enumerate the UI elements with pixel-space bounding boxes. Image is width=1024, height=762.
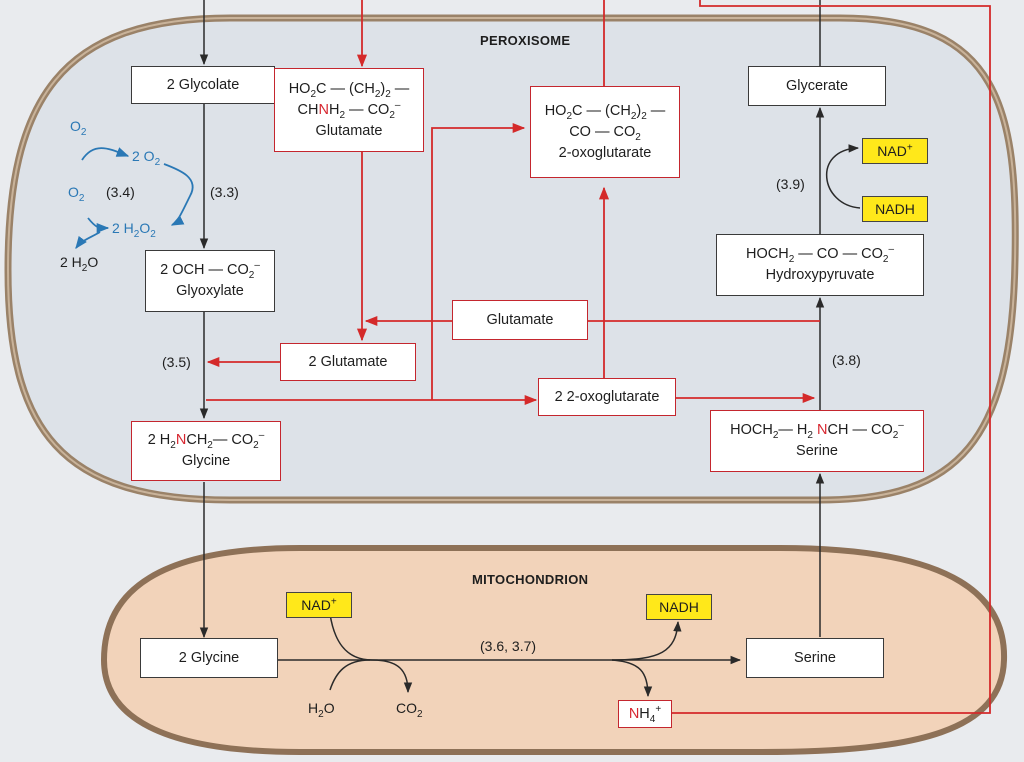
hydroxypyruvate-formula: HOCH2 — CO — CO2– (745, 244, 894, 265)
serine-formula: HOCH2— H2 NCH — CO2– (730, 420, 904, 441)
co2-label: CO2 (396, 700, 423, 720)
glycine-name: Glycine (181, 453, 231, 469)
glyoxylate-box: 2 OCH — CO2– Glyoxylate (145, 250, 275, 312)
serine-mitochondrion-box: Serine (746, 638, 884, 678)
glycine-formula: 2 H2NCH2— CO2– (147, 430, 265, 451)
o2-left: O2 (68, 184, 85, 204)
glutamate-top-box: HO2C — (CH2)2 — CHNH2 — CO2– Glutamate (274, 68, 424, 152)
glycine-peroxisome-box: 2 H2NCH2— CO2– Glycine (131, 421, 281, 481)
oxoglutarate-top-formula-2: CO — CO2 (569, 123, 641, 143)
reaction-3-9: (3.9) (776, 176, 805, 192)
nad-plus-mitochondrion: NAD+ (286, 592, 352, 618)
reaction-3-5: (3.5) (162, 354, 191, 370)
reaction-3-8: (3.8) (832, 352, 861, 368)
reaction-3-3: (3.3) (210, 184, 239, 200)
glycerate-box: Glycerate (748, 66, 886, 106)
glutamate-top-formula-2: CHNH2 — CO2– (297, 99, 401, 121)
glycolate-box: 2 Glycolate (131, 66, 275, 104)
glyoxylate-name: Glyoxylate (176, 283, 244, 299)
hydroxypyruvate-name: Hydroxypyruvate (765, 267, 875, 283)
reaction-3-6-3-7: (3.6, 3.7) (480, 638, 537, 654)
two-o2: 2 O2 (132, 148, 161, 168)
nh4-box: NH4+ (618, 700, 672, 728)
oxoglutarate-2-box: 2 2-oxoglutarate (538, 378, 676, 416)
glycolate-label: 2 Glycolate (166, 76, 240, 93)
serine-name: Serine (796, 443, 838, 459)
glyoxylate-formula: 2 OCH — CO2– (160, 260, 260, 281)
nadh-mitochondrion: NADH (646, 594, 712, 620)
o2-top: O2 (70, 118, 87, 138)
glutamate-top-name: Glutamate (315, 122, 383, 139)
oxoglutarate-top-formula-1: HO2C — (CH2)2 — (544, 102, 666, 122)
hydroxypyruvate-box: HOCH2 — CO — CO2– Hydroxypyruvate (716, 234, 924, 296)
oxoglutarate-top-name: 2-oxoglutarate (558, 144, 652, 161)
two-h2o2: 2 H2O2 (112, 220, 156, 240)
h2o-label: H2O (308, 700, 335, 720)
nad-plus-peroxisome: NAD+ (862, 138, 928, 164)
mitochondrion-title: MITOCHONDRION (472, 572, 589, 587)
glutamate-top-formula-1: HO2C — (CH2)2 — (288, 80, 410, 100)
glycine-mitochondrion-box: 2 Glycine (140, 638, 278, 678)
two-h2o: 2 H2O (60, 254, 99, 274)
glutamate-mid-box: Glutamate (452, 300, 588, 340)
glycerate-label: Glycerate (785, 77, 849, 94)
glutamate-2-box: 2 Glutamate (280, 343, 416, 381)
nadh-peroxisome: NADH (862, 196, 928, 222)
peroxisome-title: PEROXISOME (480, 33, 571, 48)
reaction-3-4: (3.4) (106, 184, 135, 200)
oxoglutarate-top-box: HO2C — (CH2)2 — CO — CO2 2-oxoglutarate (530, 86, 680, 178)
serine-peroxisome-box: HOCH2— H2 NCH — CO2– Serine (710, 410, 924, 472)
